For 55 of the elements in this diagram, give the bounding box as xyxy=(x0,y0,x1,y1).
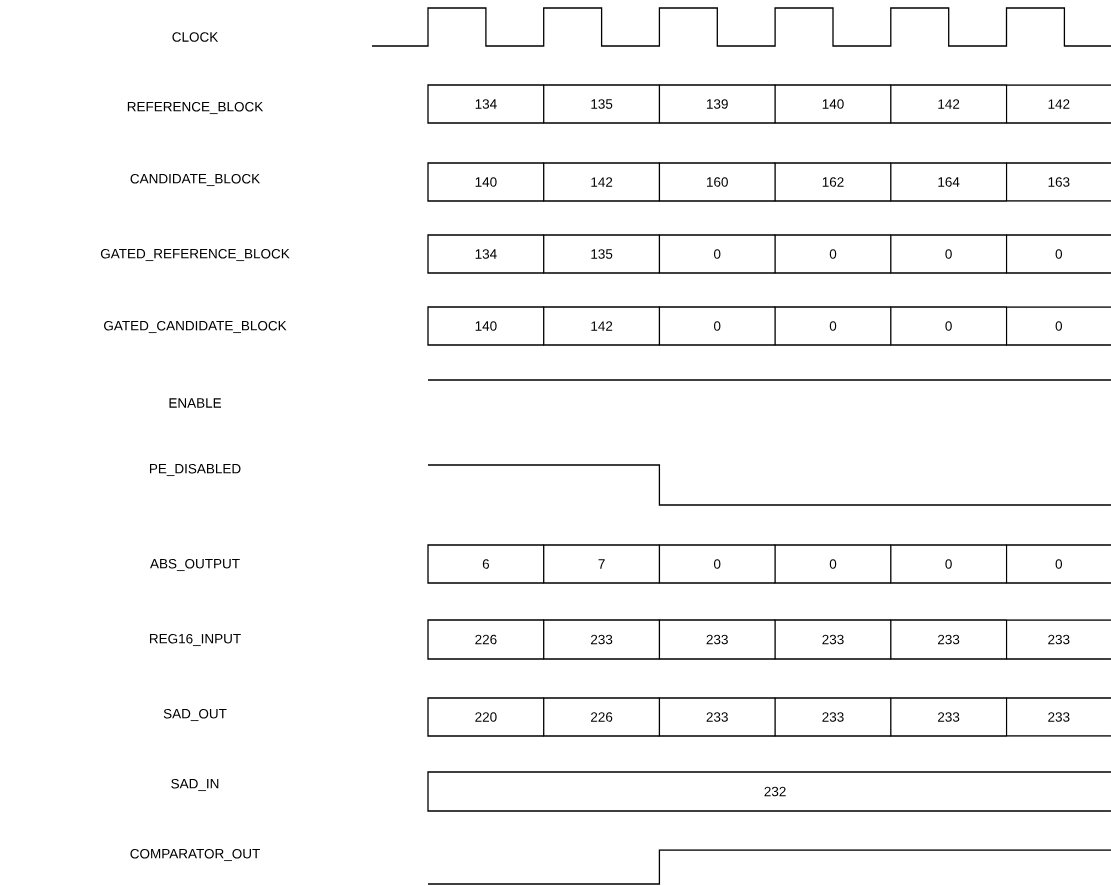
bus-value-cell: 7 xyxy=(543,544,661,584)
bus-value-cell: 0 xyxy=(658,234,776,274)
bus-value-cell: 0 xyxy=(1005,306,1111,346)
bus-value-cell: 0 xyxy=(774,306,892,346)
bus-value-cell: 164 xyxy=(890,162,1008,202)
bus-value-cell: 0 xyxy=(658,306,776,346)
bus-value-cell: 0 xyxy=(1005,234,1111,274)
bus-value-cell: 220 xyxy=(427,697,545,737)
signal-name: SAD_OUT xyxy=(163,708,227,722)
signal-name: REFERENCE_BLOCK xyxy=(127,101,264,115)
bus-value-cell: 233 xyxy=(658,619,776,660)
bus-value-cell: 135 xyxy=(543,84,661,124)
bus-value-cell: 233 xyxy=(774,697,892,737)
bus-value-cell: 0 xyxy=(890,544,1008,584)
bus-value-cell: 226 xyxy=(543,697,661,737)
bus-value-cell: 139 xyxy=(658,84,776,124)
bus-value-cell: 160 xyxy=(658,162,776,202)
bus-value-cell: 134 xyxy=(427,234,545,274)
bus-value-cell: 0 xyxy=(774,544,892,584)
bus-value-cell: 163 xyxy=(1005,162,1111,202)
bus-value-cell: 162 xyxy=(774,162,892,202)
bus-value-cell: 142 xyxy=(890,84,1008,124)
bus-value-cell: 140 xyxy=(427,306,545,346)
bus-value-cell: 142 xyxy=(1005,84,1111,124)
bus-value-cell: 134 xyxy=(427,84,545,124)
signal-name: SAD_IN xyxy=(171,778,219,792)
signal-name: GATED_REFERENCE_BLOCK xyxy=(100,248,290,262)
bus-value-cell: 233 xyxy=(1005,697,1111,737)
signal-name: PE_DISABLED xyxy=(150,463,241,477)
bus-value-cell: 140 xyxy=(774,84,892,124)
bus-value-cell: 233 xyxy=(890,619,1008,660)
signal-name: CANDIDATE_BLOCK xyxy=(130,173,260,187)
signal-name: GATED_CANDIDATE_BLOCK xyxy=(104,320,287,334)
signal-name: REG16_INPUT xyxy=(150,633,241,647)
bus-value-cell: 142 xyxy=(543,306,661,346)
bus-value-cell: 233 xyxy=(774,619,892,660)
bus-value-cell: 0 xyxy=(1005,544,1111,584)
bus-value-cell: 140 xyxy=(427,162,545,202)
bus-value-cell: 0 xyxy=(890,306,1008,346)
bus-value-cell: 233 xyxy=(543,619,661,660)
bus-value-cell: 232 xyxy=(427,771,1111,812)
bus-value-cell: 233 xyxy=(658,697,776,737)
signal-name: ENABLE xyxy=(169,398,222,408)
bus-value-cell: 233 xyxy=(890,697,1008,737)
bus-value-cell: 0 xyxy=(890,234,1008,274)
bus-value-cell: 142 xyxy=(543,162,661,202)
bus-value-cell: 6 xyxy=(427,544,545,584)
bus-value-cell: 0 xyxy=(774,234,892,274)
signal-name: CLOCK xyxy=(172,32,219,42)
bus-value-cell: 233 xyxy=(1005,619,1111,660)
signal-name: COMPARATOR_OUT xyxy=(130,848,260,862)
signal-name: ABS_OUTPUT xyxy=(150,558,240,572)
bus-value-cell: 135 xyxy=(543,234,661,274)
bus-value-cell: 0 xyxy=(658,544,776,584)
bus-value-cell: 226 xyxy=(427,619,545,660)
